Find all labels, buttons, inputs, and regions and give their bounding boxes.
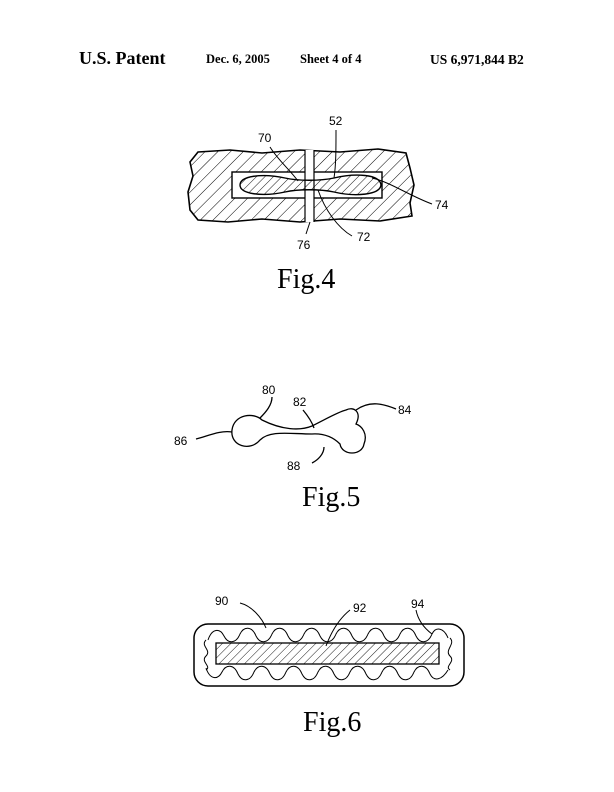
fig6-caption: Fig.6 [303, 707, 361, 738]
patent-date: Dec. 6, 2005 [206, 52, 270, 66]
patent-title: U.S. Patent [79, 48, 166, 68]
fig4-label-76: 76 [297, 238, 311, 252]
figure-4-drawing [187, 129, 433, 237]
fig5-profile [231, 408, 366, 454]
fig4-caption: Fig.4 [277, 264, 335, 295]
fig4-member [239, 174, 382, 196]
figure-5-drawing [195, 396, 397, 464]
patent-number: US 6,971,844 B2 [430, 52, 524, 67]
fig6-core [215, 642, 440, 665]
fig5-label-86: 86 [174, 434, 188, 448]
fig5-label-82: 82 [293, 395, 307, 409]
sheet-number: Sheet 4 of 4 [300, 52, 362, 66]
fig4-label-72: 72 [357, 230, 371, 244]
fig4-label-70: 70 [258, 131, 272, 145]
fig5-label-88: 88 [287, 459, 301, 473]
fig5-caption: Fig.5 [302, 482, 360, 513]
fig4-label-52: 52 [329, 114, 343, 128]
fig5-label-80: 80 [262, 383, 276, 397]
fig6-label-90: 90 [215, 594, 229, 608]
fig5-label-84: 84 [398, 403, 412, 417]
fig6-label-94: 94 [411, 597, 425, 611]
fig6-label-92: 92 [353, 601, 367, 615]
fig4-label-74: 74 [435, 198, 449, 212]
fig6-fibers-bottom [205, 665, 449, 681]
figure-6-drawing [193, 602, 465, 687]
